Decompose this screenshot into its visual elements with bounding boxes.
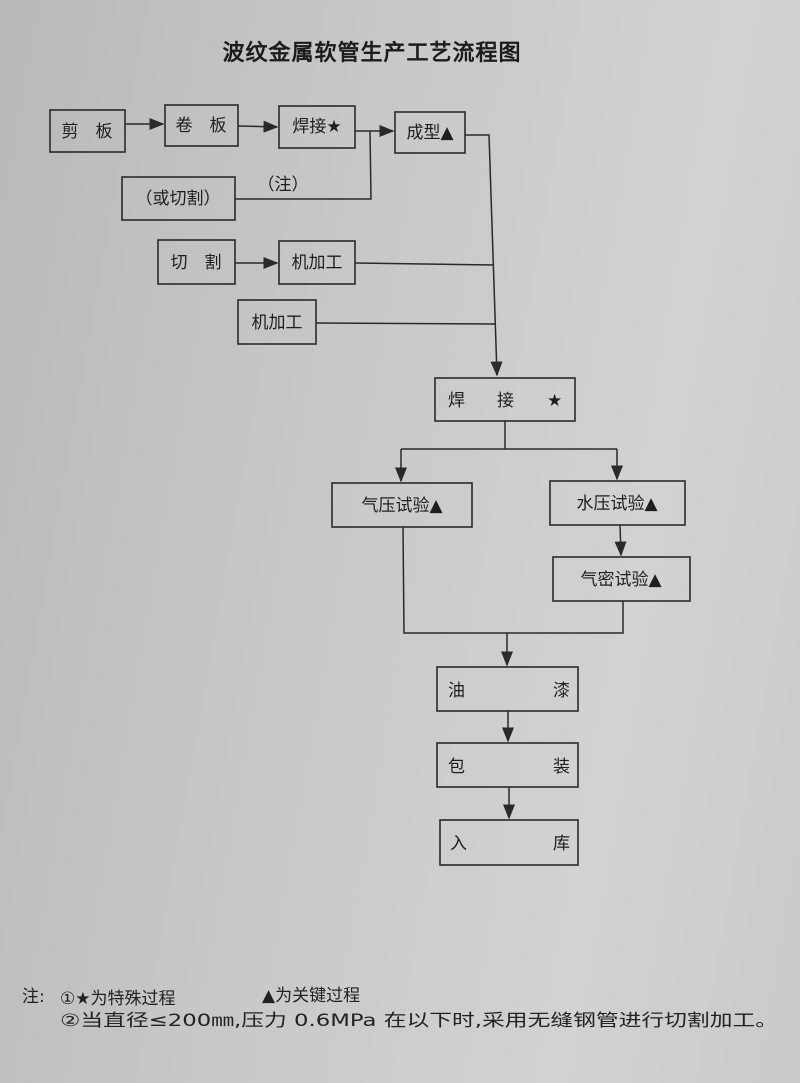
- step-air-pressure-test: 气压试验▲: [331, 482, 473, 528]
- step-label: 焊接★: [292, 117, 341, 137]
- step-label: （或切割）: [136, 189, 221, 209]
- note-line-1b: ▲为关键过程: [262, 986, 360, 1006]
- step-or-cut: （或切割）: [121, 176, 236, 221]
- note-mark: （注）: [258, 175, 309, 195]
- step-store: 入 库: [439, 819, 579, 866]
- step-cutting: 切 割: [157, 239, 236, 285]
- step-pack: 包 装: [436, 742, 579, 788]
- step-air-tight-test: 气密试验▲: [552, 556, 691, 602]
- note-line-2: ②当直径≤200㎜,压力 0.6MPa 在以下时,采用无缝钢管进行切割加工。: [60, 1011, 778, 1031]
- page-title: 波纹金属软管生产工艺流程图: [222, 40, 521, 66]
- step-machining-2: 机加工: [237, 299, 317, 345]
- note-label: 注:: [22, 987, 45, 1007]
- step-weld-main: 焊 接 ★: [434, 377, 576, 422]
- step-label: 机加工: [252, 313, 303, 333]
- arrow: [237, 120, 279, 133]
- arrow: [465, 134, 503, 377]
- note-line-1a: ①★为特殊过程: [60, 989, 175, 1009]
- step-label: 接: [497, 391, 514, 411]
- step-paint: 油 漆: [436, 666, 579, 712]
- step-label: 切 割: [171, 253, 222, 273]
- step-label: 漆: [553, 681, 570, 701]
- step-label: 气压试验▲: [361, 496, 443, 516]
- step-label: 焊: [448, 391, 465, 411]
- step-forming: 成型▲: [394, 111, 466, 154]
- step-label: 卷 板: [176, 116, 227, 136]
- step-water-pressure-test: 水压试验▲: [549, 480, 686, 526]
- step-weld-1: 焊接★: [278, 105, 356, 149]
- step-label: 剪 板: [62, 122, 113, 142]
- step-cut-plate: 剪 板: [49, 109, 126, 153]
- arrow: [614, 524, 627, 557]
- footnotes: 注: ①★为特殊过程 ▲为关键过程 ②当直径≤200㎜,压力 0.6MPa 在以…: [22, 986, 778, 1031]
- step-label: ★: [547, 391, 562, 411]
- step-label: 机加工: [292, 253, 343, 273]
- step-label: 装: [553, 757, 570, 777]
- step-label: 包: [448, 757, 465, 777]
- step-label: 气密试验▲: [580, 570, 662, 590]
- step-label: 水压试验▲: [576, 494, 658, 514]
- step-machining-1: 机加工: [278, 240, 356, 285]
- connector: [235, 130, 372, 200]
- step-label: 油: [448, 681, 465, 701]
- connector: [402, 526, 624, 634]
- step-roll-plate: 卷 板: [164, 104, 239, 147]
- step-label: 成型▲: [406, 123, 454, 143]
- connector: [354, 262, 495, 266]
- step-label: 库: [553, 834, 570, 854]
- step-label: 入: [450, 834, 467, 854]
- connector: [315, 322, 496, 325]
